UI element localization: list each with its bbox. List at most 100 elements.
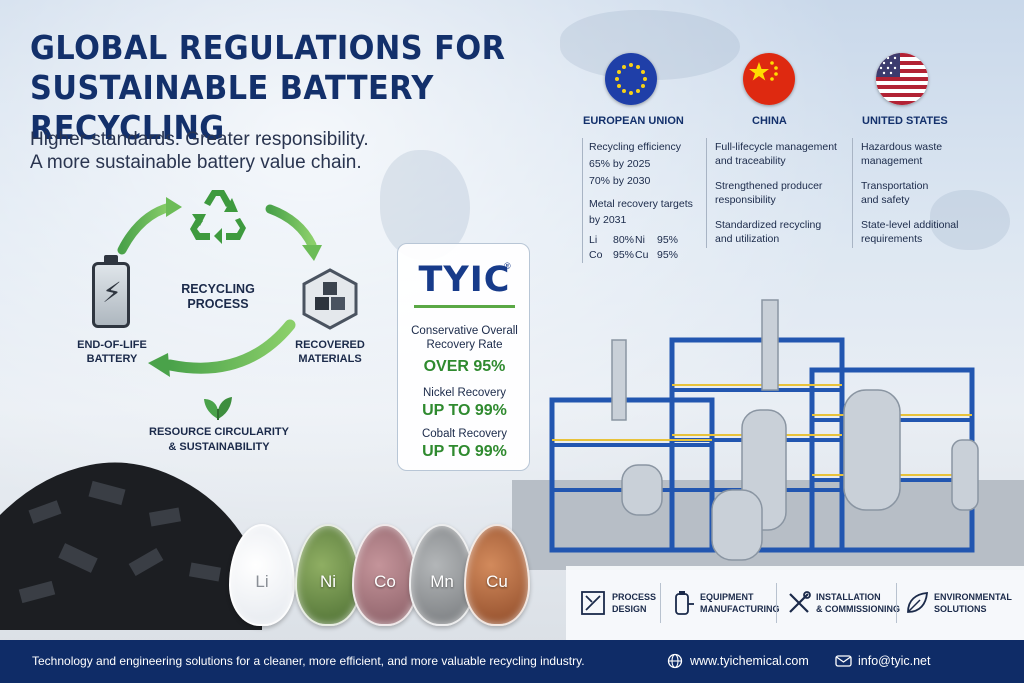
subtitle-line: A more sustainable battery value chain. bbox=[30, 152, 362, 173]
nickel-flask bbox=[295, 524, 361, 626]
overall-recovery-label: Conservative Overall Recovery Rate bbox=[398, 324, 531, 352]
metal-symbol: Co bbox=[589, 249, 603, 261]
label-line: PROCESS bbox=[612, 592, 657, 602]
label-line: RECYCLING bbox=[181, 282, 255, 296]
black-mass-pile bbox=[0, 462, 262, 630]
metal-target: 80% bbox=[613, 234, 635, 246]
footer-bar bbox=[0, 640, 1024, 683]
label-line: SOLUTIONS bbox=[934, 604, 987, 614]
title-line: SUSTAINABLE BATTERY RECYCLING bbox=[30, 68, 434, 147]
leaf-icon bbox=[907, 592, 928, 613]
process-design-icon bbox=[581, 591, 605, 615]
resource-circularity-label: RESOURCE CIRCULARITY & SUSTAINABILITY bbox=[138, 425, 300, 455]
globe-icon bbox=[667, 653, 683, 669]
footer-tagline: Technology and engineering solutions for… bbox=[32, 654, 585, 668]
subtitle-line: Higher standards. Greater responsibility… bbox=[30, 129, 369, 150]
reg-line: requirements bbox=[861, 233, 923, 245]
label-line: BATTERY bbox=[86, 353, 138, 365]
overall-recovery-value: OVER 95% bbox=[423, 358, 506, 375]
column-divider bbox=[706, 138, 707, 248]
page-subtitle: Higher standards. Greater responsibility… bbox=[30, 128, 369, 174]
cobalt-flask bbox=[352, 524, 418, 626]
service-label: PROCESS DESIGN bbox=[612, 591, 656, 615]
china-flag-icon bbox=[743, 53, 795, 105]
eu-region-title: EUROPEAN UNION bbox=[583, 115, 684, 127]
eu-flag-icon bbox=[605, 53, 657, 105]
cycle-arrows bbox=[117, 197, 322, 377]
label-line: END-OF-LIFE bbox=[77, 339, 147, 351]
label-line: RECOVERED bbox=[295, 339, 365, 351]
label-line: EQUIPMENT bbox=[700, 592, 754, 602]
page-title: GLOBAL REGULATIONS FOR SUSTAINABLE BATTE… bbox=[30, 28, 508, 148]
flask-label: Li bbox=[255, 572, 269, 591]
end-of-life-battery-label: END-OF-LIFE BATTERY bbox=[62, 338, 162, 366]
metal-target: 95% bbox=[657, 234, 679, 246]
label-line: PROCESS bbox=[187, 297, 249, 311]
tyic-recovery-card: TYIC ® Conservative Overall Recovery Rat… bbox=[397, 243, 530, 471]
reg-line: Standardized recycling bbox=[715, 219, 822, 231]
title-line: GLOBAL REGULATIONS FOR bbox=[30, 28, 506, 67]
nickel-recovery-label: Nickel Recovery bbox=[422, 387, 507, 399]
china-region-title: CHINA bbox=[752, 115, 787, 127]
column-divider bbox=[582, 138, 583, 263]
battery-cap bbox=[104, 255, 118, 263]
label-line: RESOURCE CIRCULARITY bbox=[149, 426, 289, 438]
cobalt-recovery-value: UP TO 99% bbox=[422, 443, 507, 460]
reg-line: State-level additional bbox=[861, 219, 959, 231]
us-regulations: Hazardous waste management Transportatio… bbox=[861, 140, 958, 246]
metal-target: 95% bbox=[613, 249, 635, 261]
us-region-title: UNITED STATES bbox=[862, 115, 948, 127]
label-line: Recovery Rate bbox=[426, 339, 503, 351]
service-label: INSTALLATION & COMMISSIONING bbox=[816, 591, 900, 615]
reg-line: 70% by 2030 bbox=[589, 175, 651, 187]
reg-line: Recycling efficiency bbox=[589, 141, 682, 153]
reg-line: management bbox=[861, 155, 923, 167]
registered-mark: ® bbox=[504, 261, 511, 271]
recycling-process-label: RECYCLING PROCESS bbox=[168, 282, 268, 312]
recovered-materials-label: RECOVERED MATERIALS bbox=[280, 338, 380, 366]
us-flag-icon bbox=[876, 53, 928, 105]
metal-symbol: Li bbox=[589, 234, 598, 246]
reg-line: responsibility bbox=[715, 194, 776, 206]
flask-label: Ni bbox=[319, 572, 337, 591]
reg-line: and traceability bbox=[715, 155, 786, 167]
reg-line: 65% by 2025 bbox=[589, 158, 651, 170]
eu-metal-targets: Li 80% Ni 95% Co 95% Cu 95% bbox=[589, 233, 679, 262]
reg-line: Full-lifecycle management bbox=[715, 141, 837, 153]
metal-symbol: Ni bbox=[635, 234, 645, 246]
reg-line: Strengthened producer bbox=[715, 180, 823, 192]
metal-symbol: Cu bbox=[635, 249, 649, 261]
label-line: ENVIRONMENTAL bbox=[934, 592, 1012, 602]
email-icon bbox=[835, 655, 852, 667]
label-line: & COMMISSIONING bbox=[816, 604, 901, 614]
nickel-recovery-value: UP TO 99% bbox=[422, 402, 507, 419]
label-line: MANUFACTURING bbox=[700, 604, 780, 614]
label-line: DESIGN bbox=[612, 604, 647, 614]
flask-label: Co bbox=[374, 572, 396, 591]
reg-line: by 2031 bbox=[589, 214, 627, 226]
eu-regulations: Recycling efficiency 65% by 2025 70% by … bbox=[589, 140, 693, 227]
reg-line: Transportation bbox=[861, 180, 929, 192]
recycling-plant-illustration bbox=[512, 299, 1024, 570]
label-line: Conservative Overall bbox=[411, 325, 518, 337]
metal-target: 95% bbox=[657, 249, 679, 261]
label-line: & SUSTAINABILITY bbox=[168, 441, 270, 453]
column-divider bbox=[852, 138, 853, 248]
website-link[interactable]: www.tyichemical.com bbox=[690, 654, 809, 668]
reg-line: Metal recovery targets bbox=[589, 198, 693, 210]
leaf-icon bbox=[204, 397, 232, 420]
copper-flask bbox=[464, 524, 530, 626]
world-map-shape bbox=[930, 190, 1010, 250]
reg-line: and safety bbox=[861, 194, 910, 206]
flask-label: Cu bbox=[486, 572, 508, 591]
tyic-logo: TYIC bbox=[418, 260, 511, 300]
cubes-icon bbox=[302, 268, 358, 330]
service-divider bbox=[660, 583, 661, 623]
lightning-icon: ⚡ bbox=[102, 277, 122, 308]
reg-line: Hazardous waste bbox=[861, 141, 943, 153]
china-regulations: Full-lifecycle management and traceabili… bbox=[715, 140, 837, 246]
flask-label: Mn bbox=[430, 572, 454, 591]
services-panel: PROCESS DESIGN EQUIPMENT MANUFACTURING I… bbox=[566, 566, 1024, 640]
email-link[interactable]: info@tyic.net bbox=[858, 654, 931, 668]
reg-line: and utilization bbox=[715, 233, 780, 245]
